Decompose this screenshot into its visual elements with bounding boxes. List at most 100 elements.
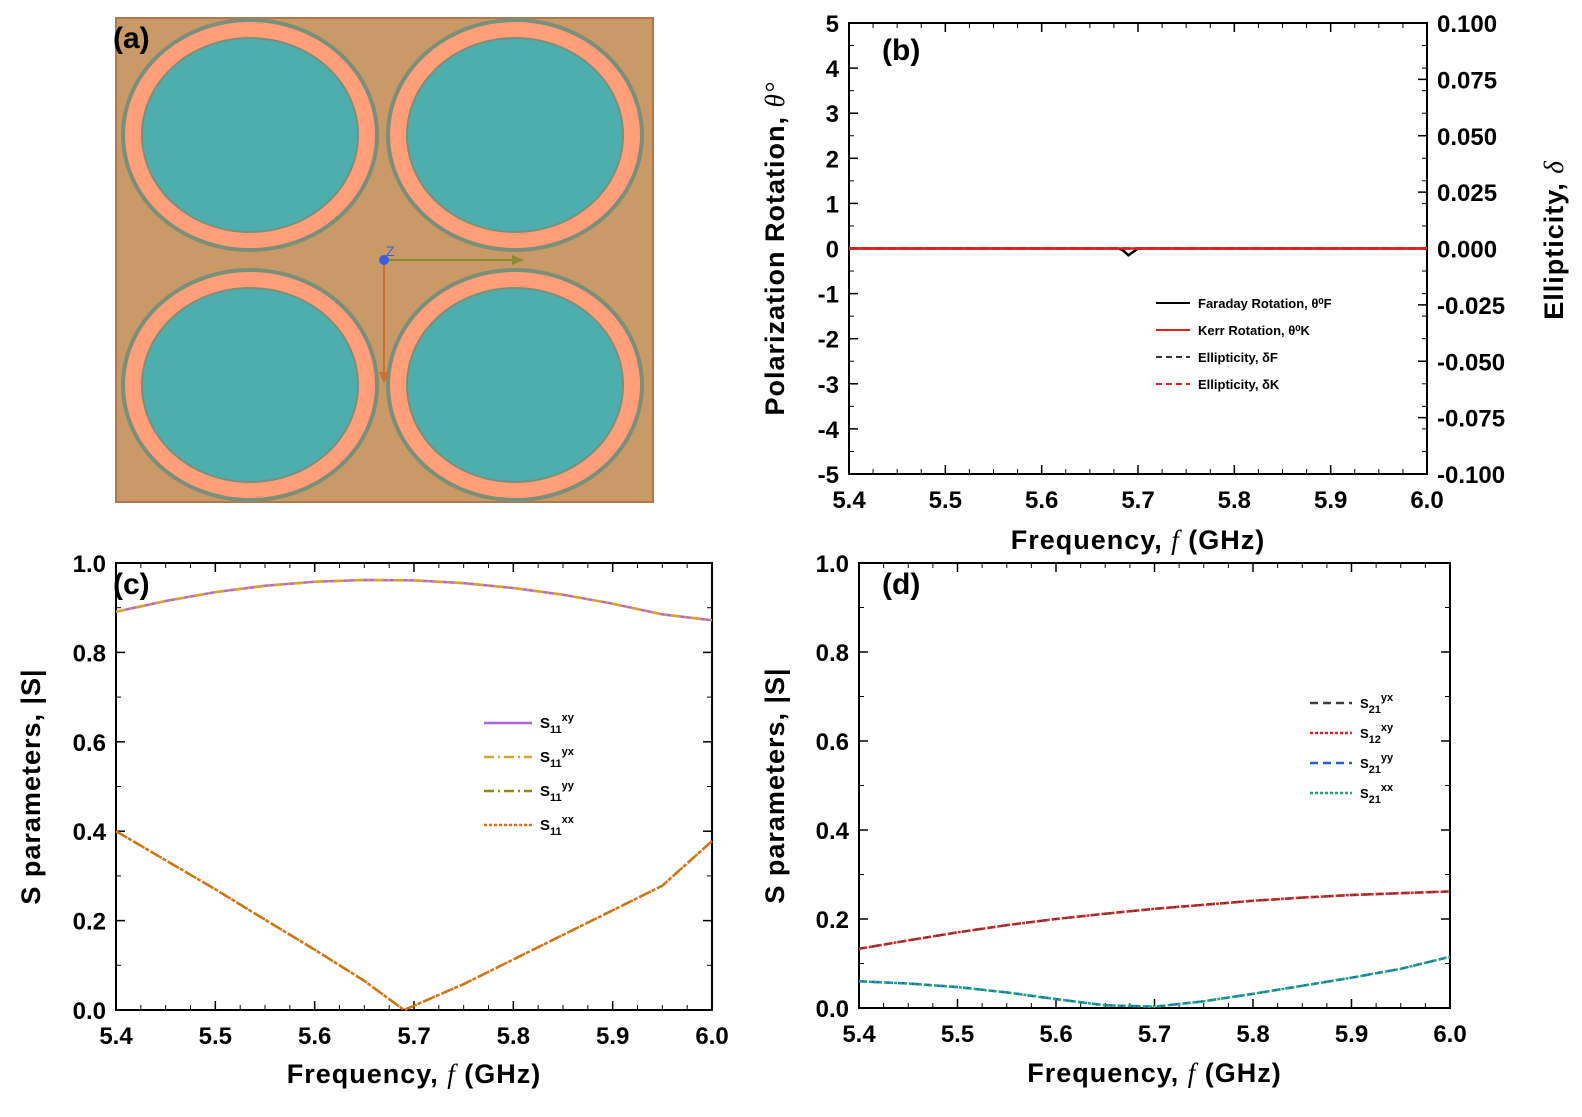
y-tick-label: 1.0 (73, 551, 106, 578)
dielectric-disk (143, 289, 357, 481)
y2-tick-label: -0.100 (1437, 462, 1505, 489)
legend-entry: Faraday Rotation, θ⁰F (1198, 296, 1332, 311)
x-axis-label: Frequency, f (GHz) (1027, 1058, 1282, 1088)
x-tick-label: 5.4 (99, 1023, 133, 1050)
legend-entry: S11xx (540, 814, 575, 838)
y-tick-label: 0.2 (816, 907, 849, 934)
plot-frame (115, 562, 713, 1011)
panel-label-d: (d) (882, 568, 920, 601)
x-tick-label: 5.7 (1138, 1021, 1171, 1048)
panel-label-b: (b) (882, 34, 920, 67)
x-tick-label: 5.8 (1236, 1021, 1269, 1048)
y-tick-label: 0.0 (816, 996, 849, 1023)
y2-tick-label: -0.025 (1437, 293, 1505, 320)
x-tick-label: 5.4 (842, 1021, 876, 1048)
z-axis-label: Z (386, 243, 395, 259)
series-line (115, 578, 713, 622)
x-tick-label: 5.6 (298, 1023, 331, 1050)
series-line (115, 830, 713, 1012)
y2-axis-label: Ellipticity, δ (1539, 160, 1569, 320)
panel-d: 5.4 5.5 5.6 5.7 5.8 5.9 6.0 1.0 0.8 0.6 0.4 0.2 0.0F… (760, 551, 1467, 1088)
x-axis-label: Frequency, f (GHz) (287, 1059, 542, 1089)
chart-b: 5.4 5.5 5.6 5.7 5.8 5.9 6.0 5 4 3 2 1 0 -1 -2 -3 -4 -5 0.1… (760, 11, 1569, 555)
y-tick-label: 0.8 (73, 640, 106, 667)
dielectric-disk (408, 289, 622, 481)
x-tick-label: 5.4 (832, 487, 866, 514)
dielectric-disk (408, 39, 622, 231)
coordinate-axes-icon (379, 255, 524, 384)
x-tick-label: 5.8 (1218, 487, 1251, 514)
y-tick-label: 0.2 (73, 909, 106, 936)
y2-tick-label: -0.050 (1437, 349, 1505, 376)
y-tick-label: 1 (826, 191, 839, 218)
legend-entry: S21yx (1360, 692, 1394, 716)
legend-entry: Ellipticity, δF (1198, 350, 1278, 365)
x-tick-label: 5.5 (199, 1023, 232, 1050)
panel-label-c: (c) (113, 568, 150, 601)
x-tick-label: 5.6 (1025, 487, 1058, 514)
legend-entry: S12xy (1360, 722, 1394, 746)
series-line (115, 830, 713, 1012)
y-tick-label: 3 (826, 101, 839, 128)
series-line (115, 578, 713, 622)
y-tick-label: -3 (818, 372, 839, 399)
x-tick-label: 6.0 (1433, 1021, 1466, 1048)
legend-entry: Kerr Rotation, θ⁰K (1198, 323, 1311, 338)
y-tick-label: 2 (826, 146, 839, 173)
y-tick-label: 4 (826, 56, 840, 83)
x-axis-label: Frequency, f (GHz) (1011, 525, 1266, 555)
y2-tick-label: 0.000 (1437, 237, 1497, 264)
y2-tick-label: 0.075 (1437, 67, 1497, 94)
y-tick-label: 5 (826, 11, 839, 38)
y2-tick-label: 0.100 (1437, 11, 1497, 38)
x-tick-label: 6.0 (1410, 487, 1443, 514)
panel-b: 5.4 5.5 5.6 5.7 5.8 5.9 6.0 5 4 3 2 1 0 -1 -2 -3 -4 -5 0.1… (760, 11, 1569, 555)
series-line (858, 890, 1451, 951)
panel-label-a: (a) (113, 22, 150, 55)
y2-tick-label: 0.050 (1437, 124, 1497, 151)
x-tick-label: 5.5 (941, 1021, 974, 1048)
x-tick-label: 5.9 (1335, 1021, 1368, 1048)
legend-entry: S11yx (540, 746, 575, 770)
chart-d: 5.4 5.5 5.6 5.7 5.8 5.9 6.0 1.0 0.8 0.6 0.4 0.2 0.0F… (760, 551, 1467, 1088)
legend: Faraday Rotation, θ⁰F Kerr Rotation, θ⁰K E… (1150, 282, 1375, 397)
y-axis-label: S parameters, |S| (760, 667, 790, 903)
y-axis-label: S parameters, |S| (16, 668, 46, 904)
y-axis-label: Polarization Rotation, θ° (760, 81, 790, 415)
legend-entry: Ellipticity, δK (1198, 377, 1280, 392)
y-tick-label: 0.4 (816, 818, 850, 845)
y2-tick-label: 0.025 (1437, 180, 1497, 207)
legend-entry: S21xx (1360, 782, 1394, 806)
y-tick-label: 0 (826, 237, 839, 264)
x-tick-label: 6.0 (695, 1023, 728, 1050)
y-tick-label: -2 (818, 327, 839, 354)
y-tick-label: 0.6 (816, 729, 849, 756)
series-line (858, 890, 1451, 951)
y-tick-label: -5 (818, 462, 839, 489)
series-line (858, 955, 1451, 1008)
dielectric-disk (143, 39, 357, 231)
y-tick-label: 0.4 (73, 819, 107, 846)
y-tick-label: -4 (818, 417, 840, 444)
y-tick-label: 1.0 (816, 551, 849, 578)
x-tick-label: 5.5 (929, 487, 962, 514)
unit-cell-panel: Z (a) (113, 17, 654, 503)
x-tick-label: 5.7 (1121, 487, 1154, 514)
x-tick-label: 5.9 (596, 1023, 629, 1050)
y-tick-label: 0.6 (73, 730, 106, 757)
y-tick-label: -1 (818, 282, 839, 309)
x-tick-label: 5.7 (397, 1023, 430, 1050)
y-tick-label: 0.0 (73, 998, 106, 1025)
x-tick-label: 5.6 (1039, 1021, 1072, 1048)
legend-entry: S21yy (1360, 752, 1394, 776)
legend-entry: S11xy (540, 712, 575, 736)
x-tick-label: 5.9 (1314, 487, 1347, 514)
y-tick-label: 0.8 (816, 640, 849, 667)
legend-entry: S11yy (540, 780, 575, 804)
y2-tick-label: -0.075 (1437, 406, 1505, 433)
